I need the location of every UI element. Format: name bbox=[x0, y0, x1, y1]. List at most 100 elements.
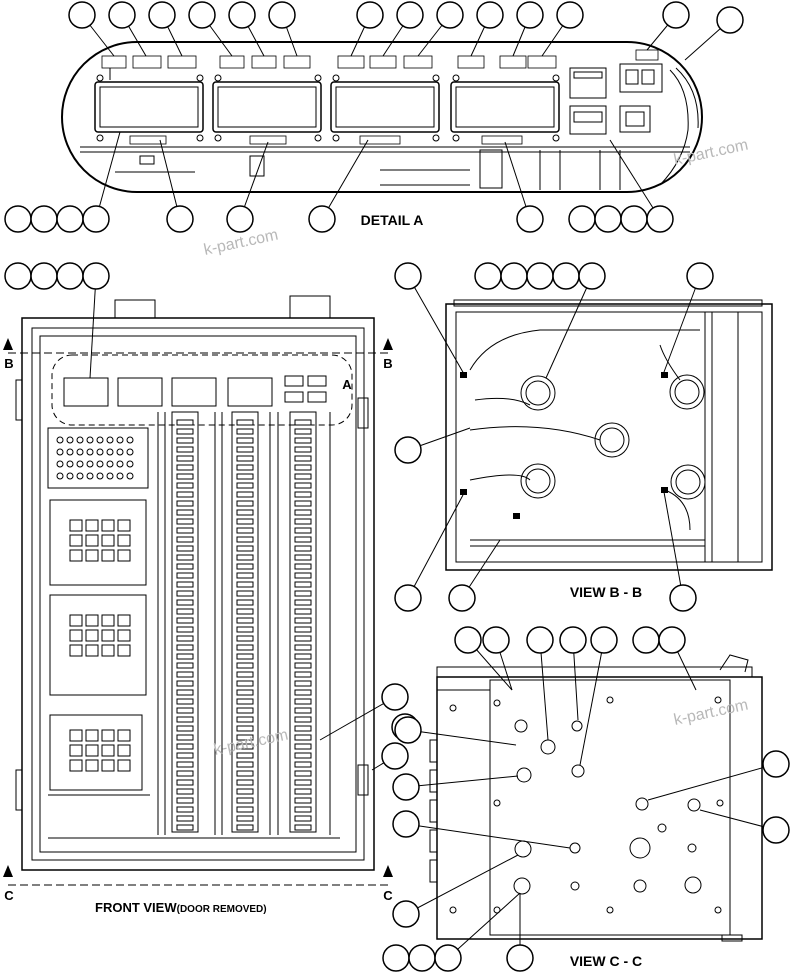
front-terminal-1-600 bbox=[236, 599, 254, 606]
detail-a-top-callouts bbox=[68, 1, 744, 61]
front-terminal-1-564 bbox=[236, 563, 254, 570]
view-c-c-bubble-5-leader bbox=[579, 639, 605, 766]
front-relay-dot-2-0 bbox=[56, 460, 64, 468]
front-module-cell-0-0-0 bbox=[69, 519, 83, 532]
front-view-bubble-5 bbox=[381, 683, 409, 711]
view-c-c-bolt-1 bbox=[449, 704, 457, 712]
front-relay-dot-1-3 bbox=[86, 448, 94, 456]
front-module-cell-2-2-1 bbox=[101, 744, 115, 757]
front-terminal-0-555 bbox=[176, 554, 194, 561]
front-terminal-2-483 bbox=[294, 482, 312, 489]
view-b-b-gland-3 bbox=[594, 422, 630, 458]
front-relay-dot-3-1 bbox=[66, 472, 74, 480]
front-terminal-2-573 bbox=[294, 572, 312, 579]
view-c-c-bubble-7 bbox=[658, 626, 686, 654]
front-terminal-2-780 bbox=[294, 779, 312, 786]
detail-a-bottom-bubble-8 bbox=[516, 205, 544, 233]
front-module-cell-0-1-1 bbox=[85, 534, 99, 547]
front-relay-dot-1-7 bbox=[126, 448, 134, 456]
view-c-c-hole-15 bbox=[687, 843, 697, 853]
front-module-cell-2-1-1 bbox=[85, 744, 99, 757]
front-terminal-2-627 bbox=[294, 626, 312, 633]
front-relay-dot-2-7 bbox=[126, 460, 134, 468]
detail-a-module-1 bbox=[94, 74, 204, 142]
view-c-c-hole-9 bbox=[514, 840, 532, 858]
front-relay-dot-2-5 bbox=[106, 460, 114, 468]
detail-a-top-bubble-14 bbox=[716, 6, 744, 34]
front-module-cell-1-1-0 bbox=[85, 614, 99, 627]
view-c-c-bubble-8-leader bbox=[407, 729, 517, 746]
section-line-c bbox=[3, 865, 393, 886]
view-b-b-bubble-8 bbox=[394, 436, 422, 464]
front-terminal-0-501 bbox=[176, 500, 194, 507]
front-module-cell-1-3-1 bbox=[117, 629, 131, 642]
front-view-bubble-2 bbox=[30, 262, 58, 290]
front-terminal-0-726 bbox=[176, 725, 194, 732]
view-c-c-hole-11 bbox=[629, 837, 651, 859]
detail-a-top-bubble-3 bbox=[148, 1, 176, 29]
front-terminal-1-735 bbox=[236, 734, 254, 741]
front-terminal-2-546 bbox=[294, 545, 312, 552]
front-relay-dot-2-1 bbox=[66, 460, 74, 468]
view-c-c-components bbox=[449, 696, 724, 914]
front-view-bubble-5-leader bbox=[319, 696, 396, 741]
front-terminal-1-555 bbox=[236, 554, 254, 561]
front-terminal-0-573 bbox=[176, 572, 194, 579]
front-terminal-2-501 bbox=[294, 500, 312, 507]
section-c-right: C bbox=[383, 888, 393, 903]
detail-a-title: DETAIL A bbox=[361, 212, 424, 228]
front-terminal-2-717 bbox=[294, 716, 312, 723]
view-c-c-hole-3 bbox=[571, 720, 583, 732]
view-c-c-bubble-16-leader bbox=[447, 892, 521, 959]
front-relay-dot-0-3 bbox=[86, 436, 94, 444]
detail-a-tag-plates bbox=[101, 49, 659, 145]
view-c-c-hole-4 bbox=[571, 764, 585, 778]
view-c-c-bolt-6 bbox=[606, 696, 614, 704]
front-terminal-0-762 bbox=[176, 761, 194, 768]
front-view-cabinet bbox=[21, 317, 375, 871]
front-module-cell-2-0-2 bbox=[69, 759, 83, 772]
view-c-c-bubble-5 bbox=[590, 626, 618, 654]
front-terminal-2-708 bbox=[294, 707, 312, 714]
front-terminal-2-699 bbox=[294, 698, 312, 705]
watermark-3: k-part.com bbox=[672, 697, 749, 729]
front-terminal-2-537 bbox=[294, 536, 312, 543]
detail-a-bottom-callouts bbox=[4, 131, 674, 233]
front-module-cell-2-3-1 bbox=[117, 744, 131, 757]
front-terminal-0-591 bbox=[176, 590, 194, 597]
front-terminal-0-699 bbox=[176, 698, 194, 705]
front-relay-dot-1-6 bbox=[116, 448, 124, 456]
front-relay-dot-3-2 bbox=[76, 472, 84, 480]
view-b-b-bubble-2 bbox=[474, 262, 502, 290]
front-terminal-2-690 bbox=[294, 689, 312, 696]
front-terminal-2-726 bbox=[294, 725, 312, 732]
view-b-b-gland-5 bbox=[670, 464, 706, 500]
view-c-c-bubble-3 bbox=[526, 626, 554, 654]
front-module-cell-0-2-2 bbox=[101, 549, 115, 562]
front-terminal-2-816 bbox=[294, 815, 312, 822]
detail-a-top-bubble-8 bbox=[396, 1, 424, 29]
front-terminal-2-609 bbox=[294, 608, 312, 615]
front-terminal-0-483 bbox=[176, 482, 194, 489]
front-view-bubble-4 bbox=[82, 262, 110, 290]
front-relay-dot-3-3 bbox=[86, 472, 94, 480]
front-terminal-1-672 bbox=[236, 671, 254, 678]
front-terminal-0-510 bbox=[176, 509, 194, 516]
front-terminal-2-681 bbox=[294, 680, 312, 687]
front-terminal-0-564 bbox=[176, 563, 194, 570]
view-c-c-bubble-12 bbox=[762, 816, 790, 844]
front-terminal-1-699 bbox=[236, 698, 254, 705]
front-terminal-0-708 bbox=[176, 707, 194, 714]
front-relay-dot-2-6 bbox=[116, 460, 124, 468]
front-terminal-1-429 bbox=[236, 428, 254, 435]
view-b-b-clip-3 bbox=[661, 372, 668, 378]
front-relay-dot-1-4 bbox=[96, 448, 104, 456]
front-terminal-0-474 bbox=[176, 473, 194, 480]
front-terminal-1-510 bbox=[236, 509, 254, 516]
front-relay-dot-3-0 bbox=[56, 472, 64, 480]
section-c-left: C bbox=[4, 888, 14, 903]
front-terminal-2-645 bbox=[294, 644, 312, 651]
detail-a-top-bubble-2 bbox=[108, 1, 136, 29]
front-terminal-0-753 bbox=[176, 752, 194, 759]
